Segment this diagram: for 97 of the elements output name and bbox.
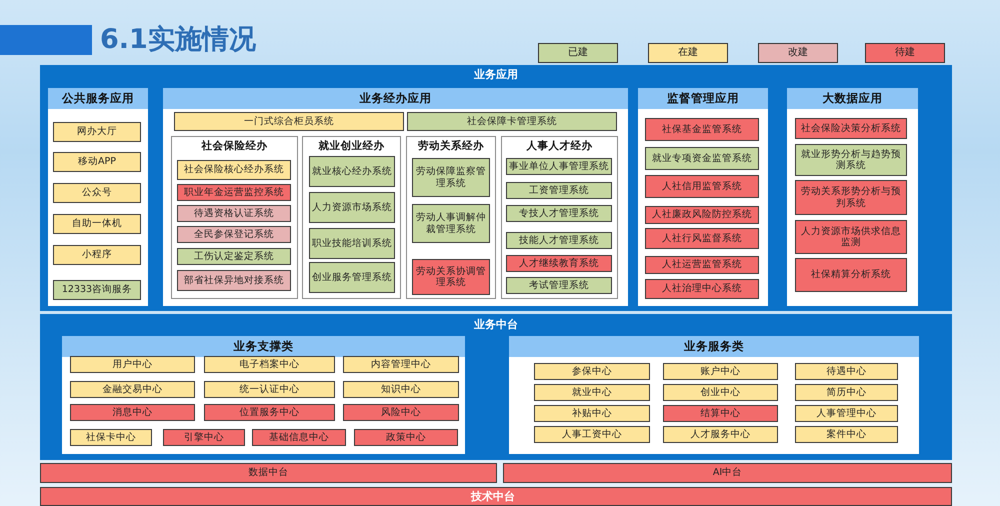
system-box: 技能人才管理系统 — [506, 232, 612, 249]
system-box: 12333咨询服务 — [53, 280, 141, 300]
system-box: 自助一体机 — [53, 214, 141, 234]
system-box: 用户中心 — [70, 356, 195, 373]
system-box: 创业服务管理系统 — [309, 262, 395, 293]
system-box: 人社行风监督系统 — [645, 228, 759, 249]
system-box: 社保基金监管系统 — [645, 118, 759, 141]
system-box: 简历中心 — [795, 384, 898, 401]
system-box: 人力资源市场供求信息监测 — [795, 220, 907, 254]
system-box: 数据中台 — [40, 463, 497, 483]
panel-header: 业务支撑类 — [62, 336, 465, 357]
system-box: 就业形势分析与趋势预测系统 — [795, 144, 907, 176]
system-box: 专技人才管理系统 — [506, 205, 612, 222]
layer-title: 业务应用 — [474, 68, 518, 82]
group-heading: 就业创业经办 — [318, 140, 384, 153]
system-box: 一门式综合柜员系统 — [174, 112, 404, 131]
system-box: 公众号 — [53, 183, 141, 203]
system-box: 人社信用监管系统 — [645, 175, 759, 198]
panel-header: 业务经办应用 — [163, 88, 628, 109]
system-box: 社会保障卡管理系统 — [407, 112, 617, 131]
system-box: 劳动关系形势分析与预判系统 — [795, 180, 907, 215]
system-box: 统一认证中心 — [204, 381, 335, 398]
system-box: 内容管理中心 — [343, 356, 459, 373]
system-box: 账户中心 — [663, 363, 778, 380]
group-box — [171, 136, 298, 299]
system-box: 劳动保障监察管理系统 — [412, 158, 490, 197]
panel-header: 业务服务类 — [509, 336, 919, 357]
panel-header: 大数据应用 — [787, 88, 918, 109]
group-heading: 社会保险经办 — [202, 140, 268, 153]
system-box: 政策中心 — [354, 429, 458, 446]
app-panel — [62, 336, 465, 454]
system-box: 创业中心 — [663, 384, 778, 401]
system-box: 全民参保登记系统 — [177, 226, 291, 243]
system-box: AI中台 — [503, 463, 952, 483]
legend-item: 在建 — [648, 43, 728, 63]
system-box: 知识中心 — [343, 381, 459, 398]
app-panel — [638, 88, 768, 306]
system-box: 参保中心 — [534, 363, 650, 380]
system-box: 人力资源市场系统 — [309, 192, 395, 223]
system-box: 金融交易中心 — [70, 381, 195, 398]
system-box: 技术中台 — [40, 487, 952, 506]
layer-panel — [40, 65, 952, 311]
system-box: 部省社保异地对接系统 — [177, 270, 291, 291]
layer-panel — [40, 314, 952, 460]
legend-item: 已建 — [538, 43, 618, 63]
group-box — [501, 136, 618, 299]
layer-title: 业务中台 — [474, 318, 518, 332]
system-box: 人事管理中心 — [795, 405, 898, 422]
system-box: 基础信息中心 — [252, 429, 346, 446]
system-box: 人事工资中心 — [534, 426, 650, 443]
system-box: 补贴中心 — [534, 405, 650, 422]
system-box: 事业单位人事管理系统 — [506, 158, 612, 175]
system-box: 工资管理系统 — [506, 182, 612, 199]
page-title: 6.1实施情况 — [100, 23, 256, 57]
app-panel — [509, 336, 919, 454]
legend-item: 待建 — [865, 43, 945, 63]
system-box: 电子档案中心 — [204, 356, 335, 373]
system-box: 人才继续教育系统 — [506, 255, 612, 272]
system-box: 工伤认定鉴定系统 — [177, 248, 291, 265]
system-box: 案件中心 — [795, 426, 898, 443]
system-box: 就业专项资金监管系统 — [645, 147, 759, 170]
system-box: 人社运营监管系统 — [645, 256, 759, 274]
group-box — [406, 136, 496, 299]
system-box: 人社廉政风险防控系统 — [645, 206, 759, 224]
app-panel — [48, 88, 148, 306]
system-box: 结算中心 — [663, 405, 778, 422]
group-heading: 人事人才经办 — [526, 140, 592, 153]
app-panel — [787, 88, 918, 306]
panel-header: 公共服务应用 — [48, 88, 148, 109]
system-box: 待遇资格认证系统 — [177, 205, 291, 222]
system-box: 劳动关系协调管理系统 — [412, 259, 490, 295]
system-box: 就业核心经办系统 — [309, 156, 395, 187]
system-box: 风险中心 — [343, 404, 459, 421]
system-box: 社会保险决策分析系统 — [795, 118, 907, 139]
system-box: 人才服务中心 — [663, 426, 778, 443]
app-panel — [163, 88, 628, 306]
legend-item: 改建 — [758, 43, 838, 63]
group-heading: 劳动关系经办 — [418, 140, 484, 153]
system-box: 就业中心 — [534, 384, 650, 401]
system-box: 位置服务中心 — [204, 404, 335, 421]
system-box: 小程序 — [53, 245, 141, 265]
panel-header: 监督管理应用 — [638, 88, 768, 109]
system-box: 社会保险核心经办系统 — [177, 160, 291, 180]
system-box: 考试管理系统 — [506, 277, 612, 294]
system-box: 职业技能培训系统 — [309, 228, 395, 259]
system-box: 人社治理中心系统 — [645, 279, 759, 299]
title-bar — [0, 25, 92, 55]
system-box: 网办大厅 — [53, 122, 141, 142]
system-box: 劳动人事调解仲裁管理系统 — [412, 204, 490, 243]
system-box: 待遇中心 — [795, 363, 898, 380]
system-box: 社保精算分析系统 — [795, 258, 907, 292]
group-box — [302, 136, 401, 299]
system-box: 引擎中心 — [163, 429, 245, 446]
system-box: 社保卡中心 — [70, 429, 152, 446]
system-box: 消息中心 — [70, 404, 195, 421]
system-box: 职业年金运营监控系统 — [177, 184, 291, 201]
system-box: 移动APP — [53, 152, 141, 172]
